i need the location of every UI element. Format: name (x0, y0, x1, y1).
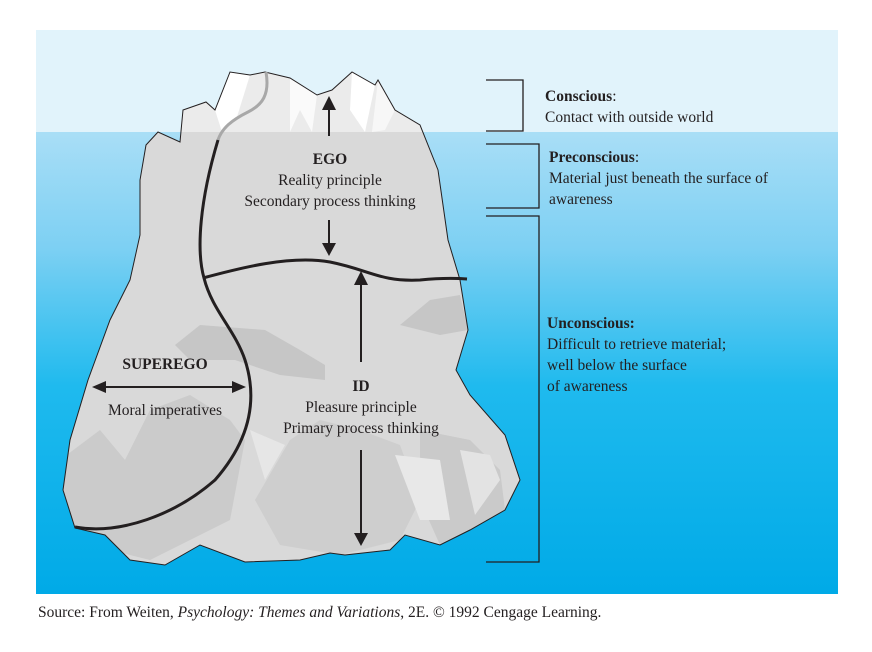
preconscious-desc-2: awareness (549, 191, 613, 208)
id-up-arrow (354, 271, 368, 362)
preconscious-bracket (486, 143, 540, 209)
superego-boundary (74, 139, 253, 531)
superego-desc: Moral imperatives (107, 402, 223, 419)
preconscious-label: Preconscious: Material just beneath the … (549, 149, 769, 208)
ego-title: EGO (312, 151, 348, 168)
unconscious-label: Unconscious: Difficult to retrieve mater… (547, 313, 726, 397)
conscious-label: Conscious: Contact with outside world (545, 88, 714, 126)
unconscious-desc-1: Difficult to retrieve material; (547, 336, 727, 353)
unconscious-bracket (486, 215, 540, 563)
id-desc-2: Primary process thinking (283, 420, 439, 437)
superego-boundary-above-water (216, 71, 269, 141)
unconscious-title: Unconscious: (547, 315, 635, 332)
ego-desc-2: Secondary process thinking (244, 193, 416, 210)
conscious-desc: Contact with outside world (545, 109, 714, 126)
unconscious-desc-2: well below the surface (547, 357, 687, 374)
superego-title: SUPEREGO (122, 356, 208, 373)
id-desc-1: Pleasure principle (305, 399, 417, 416)
unconscious-desc-3: of awareness (547, 378, 628, 395)
preconscious-desc-1: Material just beneath the surface of (549, 170, 769, 187)
conscious-title: Conscious (545, 88, 613, 105)
ego-up-arrow (322, 96, 336, 136)
id-label: ID Pleasure principle Primary process th… (256, 376, 466, 439)
source-caption: Source: From Weiten, Psychology: Themes … (38, 604, 602, 621)
superego-label: SUPEREGO (95, 354, 235, 375)
ego-desc-1: Reality principle (278, 172, 382, 189)
id-down-arrow (354, 450, 368, 546)
ego-down-arrow (322, 220, 336, 256)
sky-region (36, 30, 838, 132)
book-title: Psychology: Themes and Variations (177, 604, 401, 621)
conscious-bracket (486, 79, 524, 132)
ego-id-boundary (202, 258, 468, 282)
preconscious-title: Preconscious (549, 149, 635, 166)
ego-label: EGO Reality principle Secondary process … (220, 149, 440, 212)
superego-double-arrow (92, 381, 246, 393)
id-title: ID (352, 378, 370, 395)
